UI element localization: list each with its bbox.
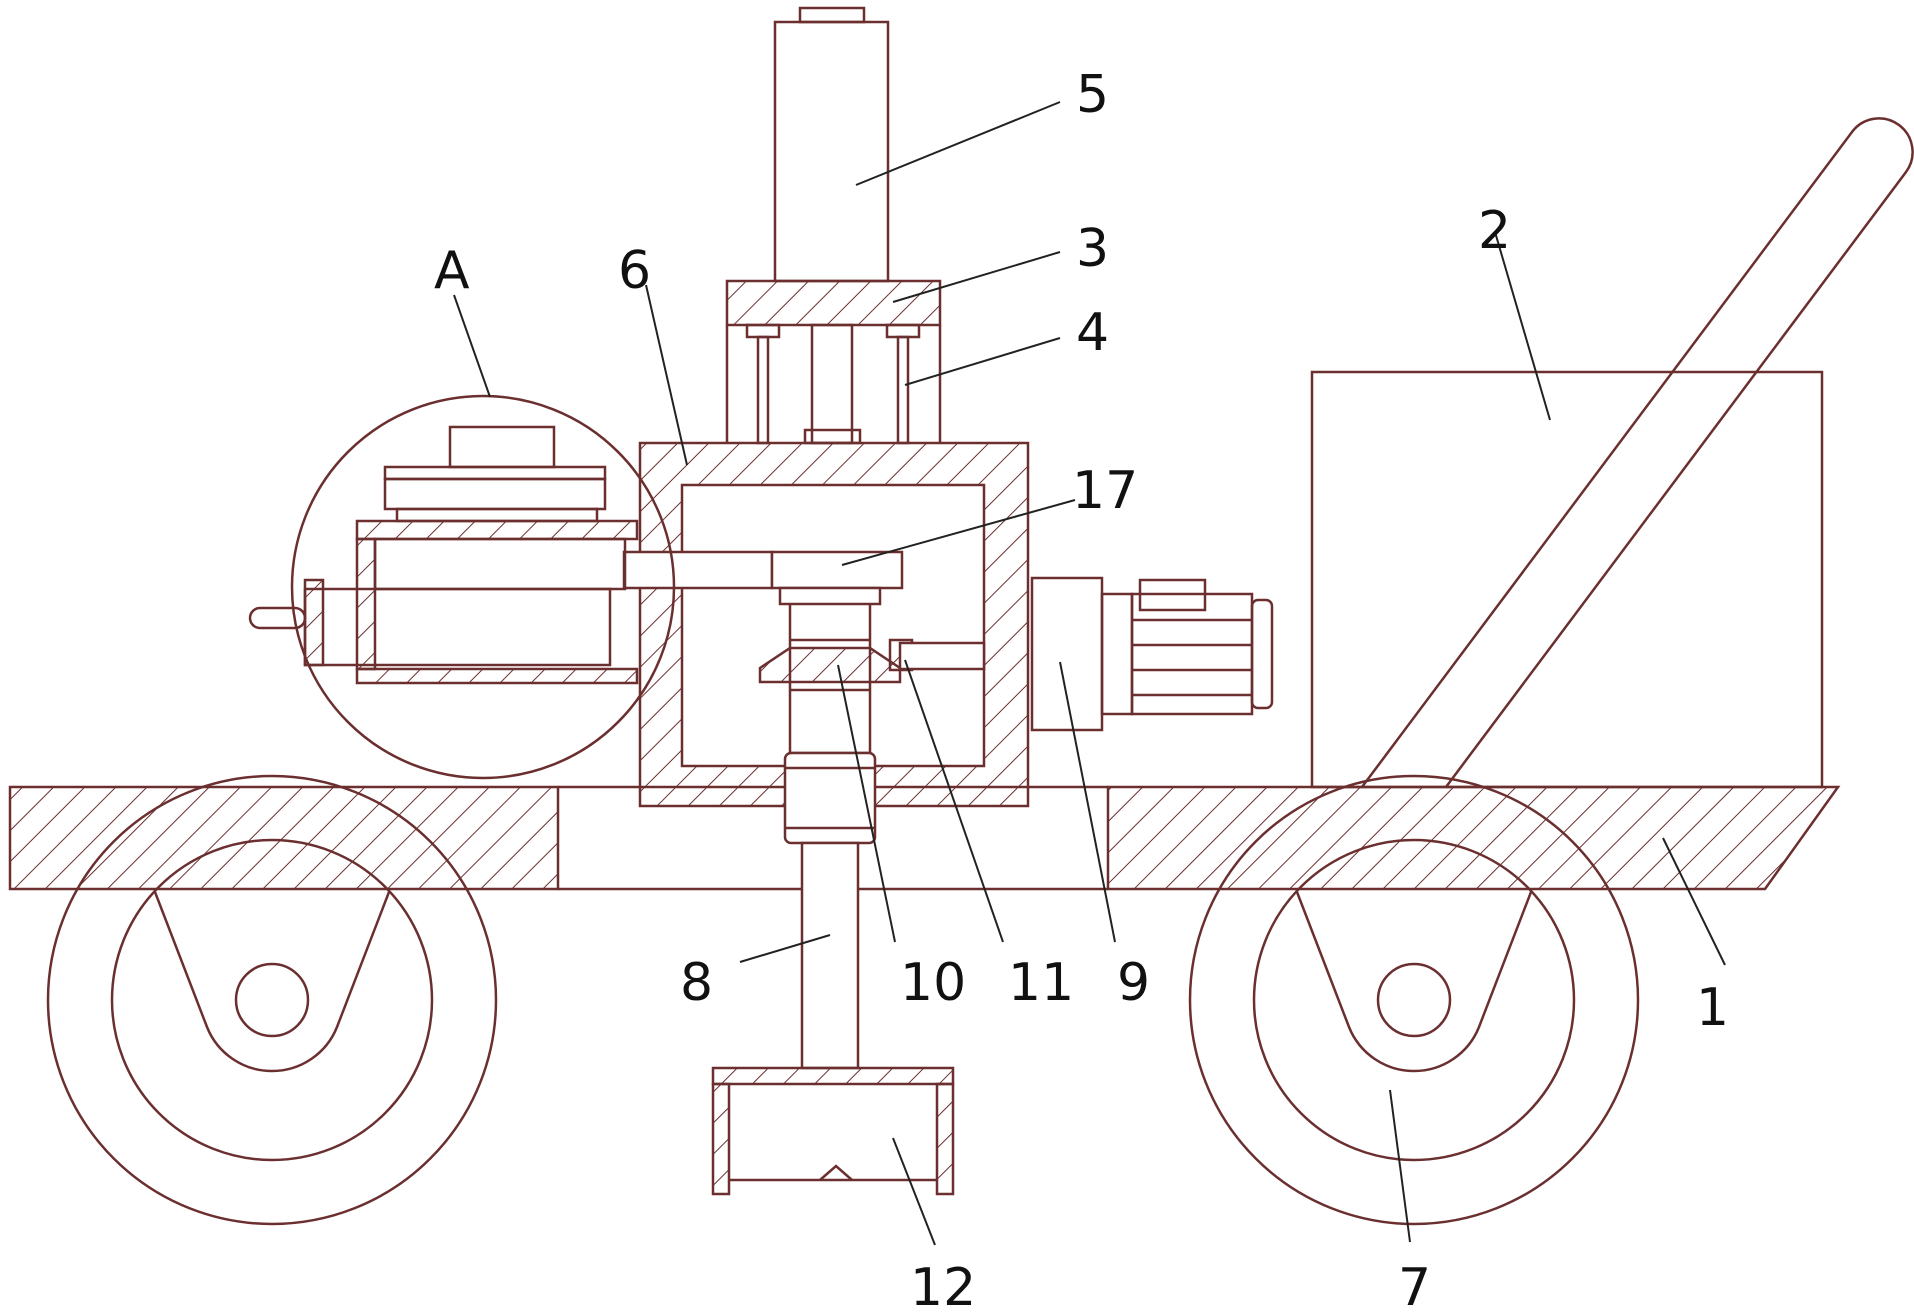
leader-1 [1662,837,1726,966]
label-17: 17 [1072,461,1138,521]
label-12: 12 [910,1258,976,1312]
leader-2 [1494,231,1551,421]
side-motor [1030,576,1274,732]
leader-6 [645,284,688,466]
label-6: 6 [618,241,651,301]
leader-5 [855,101,1061,186]
detail-circle-a [248,394,676,780]
label-4: 4 [1076,303,1109,363]
leader-8 [739,934,831,963]
label-A: A [434,241,470,301]
top-cylinder [773,6,890,283]
left-wheel [46,774,498,1226]
push-handle [1360,117,1914,788]
label-7: 7 [1398,1258,1431,1312]
leader-10 [837,664,896,943]
leader-A [453,294,491,398]
leader-9 [1059,661,1116,943]
upper-arm [622,550,904,606]
label-5: 5 [1076,65,1109,125]
label-10: 10 [900,953,966,1013]
label-9: 9 [1117,953,1150,1013]
right-wheel [1188,774,1640,1226]
label-2: 2 [1478,201,1511,261]
leader-12 [892,1137,936,1246]
guide-rods [725,323,942,445]
leader-17 [841,499,1076,566]
storage-box [1310,370,1824,789]
leader-7 [1389,1089,1411,1243]
label-1: 1 [1696,978,1729,1038]
bottom-cup [711,1066,955,1196]
leader-4 [904,337,1061,386]
label-11: 11 [1008,953,1074,1013]
label-3: 3 [1076,219,1109,279]
label-8: 8 [680,953,713,1013]
motor-shaft [898,641,986,671]
leader-11 [904,659,1004,943]
top-plate [725,279,942,327]
leader-3 [892,251,1061,303]
